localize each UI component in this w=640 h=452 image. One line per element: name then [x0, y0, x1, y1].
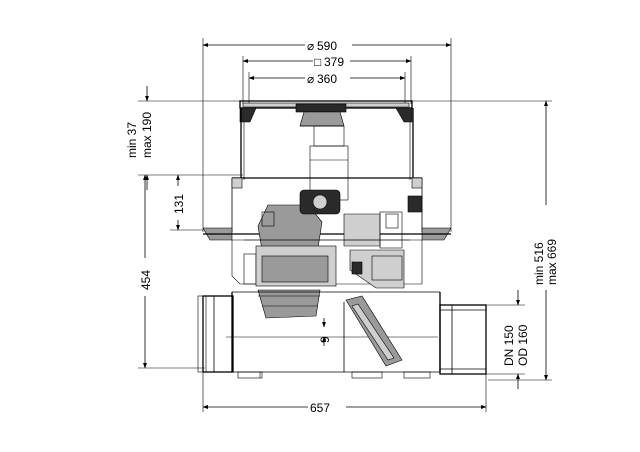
label-657: 657 [310, 401, 330, 415]
label-min-516: min 516 [532, 242, 546, 285]
dimension-lines [138, 38, 552, 412]
label-min-37: min 37 [125, 122, 139, 158]
pipe-section [197, 291, 487, 379]
label-454: 454 [139, 270, 153, 290]
label-9: 9 [318, 336, 332, 343]
diameter-symbol-360: ⌀ [307, 72, 314, 86]
label-379: 379 [324, 55, 344, 69]
cover-frame [239, 100, 414, 180]
label-max-669: max 669 [545, 239, 559, 285]
label-max-190: max 190 [140, 112, 154, 158]
label-od-160: OD 160 [516, 324, 530, 366]
label-dn-150: DN 150 [502, 325, 516, 366]
upper-body [202, 177, 452, 251]
lower-body [231, 239, 423, 319]
dimension-labels: ⌀ 590 □ 379 ⌀ 360 min 37 max 190 131 454… [125, 39, 559, 415]
label-360: 360 [317, 72, 337, 86]
label-131: 131 [172, 194, 186, 214]
square-symbol-379: □ [314, 55, 321, 69]
riser-tube [309, 125, 349, 201]
label-590: 590 [317, 39, 337, 53]
diameter-symbol-590: ⌀ [307, 39, 314, 53]
